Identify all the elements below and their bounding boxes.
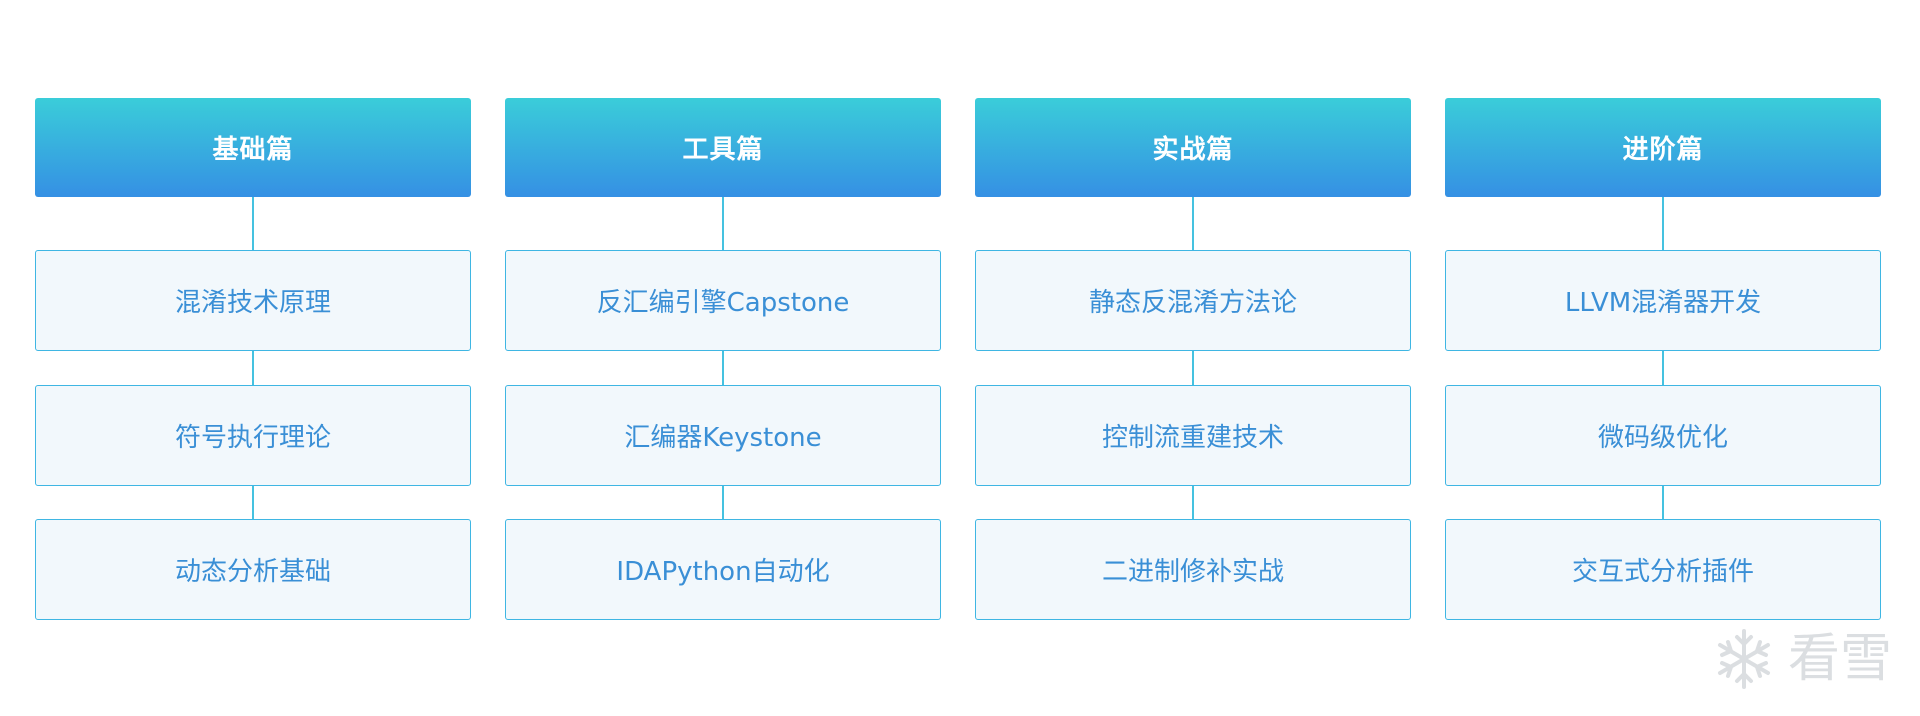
connector-line — [1662, 351, 1664, 385]
connector-line — [252, 197, 254, 250]
column-header: 实战篇 — [975, 98, 1411, 197]
topic-box: 控制流重建技术 — [975, 385, 1411, 486]
connector-line — [1662, 197, 1664, 250]
topic-box: 二进制修补实战 — [975, 519, 1411, 620]
connector-line — [722, 486, 724, 519]
topic-box: 反汇编引擎Capstone — [505, 250, 941, 351]
connector-line — [1192, 351, 1194, 385]
column-header: 工具篇 — [505, 98, 941, 197]
connector-line — [252, 486, 254, 519]
snowflake-icon — [1712, 627, 1776, 691]
topic-box: 交互式分析插件 — [1445, 519, 1881, 620]
watermark-text: 看雪 — [1788, 629, 1893, 689]
topic-box: 混淆技术原理 — [35, 250, 471, 351]
watermark: 看雪 — [1712, 622, 1912, 696]
connector-line — [1662, 486, 1664, 519]
connector-line — [252, 351, 254, 385]
column-header: 基础篇 — [35, 98, 471, 197]
topic-box: 微码级优化 — [1445, 385, 1881, 486]
topic-box: 汇编器Keystone — [505, 385, 941, 486]
topic-box: LLVM混淆器开发 — [1445, 250, 1881, 351]
connector-line — [1192, 486, 1194, 519]
column-header: 进阶篇 — [1445, 98, 1881, 197]
topic-box: IDAPython自动化 — [505, 519, 941, 620]
connector-line — [1192, 197, 1194, 250]
connector-line — [722, 351, 724, 385]
topic-box: 符号执行理论 — [35, 385, 471, 486]
topic-box: 动态分析基础 — [35, 519, 471, 620]
topic-box: 静态反混淆方法论 — [975, 250, 1411, 351]
connector-line — [722, 197, 724, 250]
